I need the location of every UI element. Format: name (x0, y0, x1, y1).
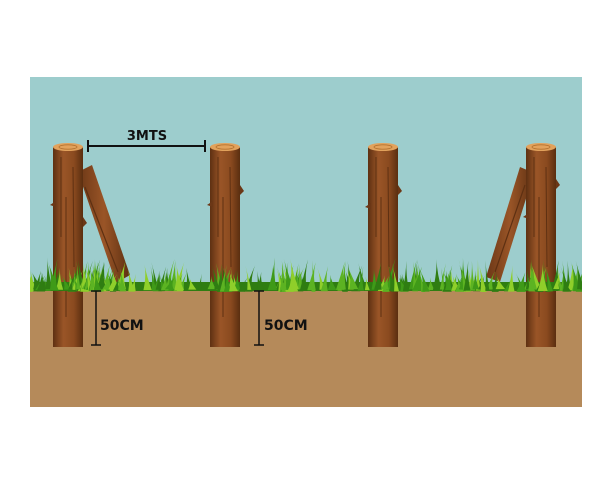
fence-post-4 (523, 143, 560, 347)
grass-strip (30, 257, 582, 292)
depth-label-left: 50CM (100, 318, 144, 334)
fence-post-2 (207, 143, 244, 347)
fence-post-diagram: 3MTS 50CM 50CM (30, 77, 582, 407)
soil (30, 287, 582, 407)
brace-right (486, 167, 534, 282)
spacing-label: 3MTS (127, 129, 167, 144)
depth-dimension-left: 50CM (91, 290, 144, 346)
brace-left (78, 165, 130, 283)
fence-posts (50, 143, 560, 347)
fence-post-3 (365, 143, 402, 347)
fence-illustration: 3MTS 50CM 50CM (30, 77, 582, 407)
depth-dimension-right: 50CM (254, 290, 308, 346)
depth-label-right: 50CM (264, 318, 308, 334)
fence-post-1 (50, 143, 87, 347)
spacing-dimension: 3MTS (87, 129, 206, 152)
